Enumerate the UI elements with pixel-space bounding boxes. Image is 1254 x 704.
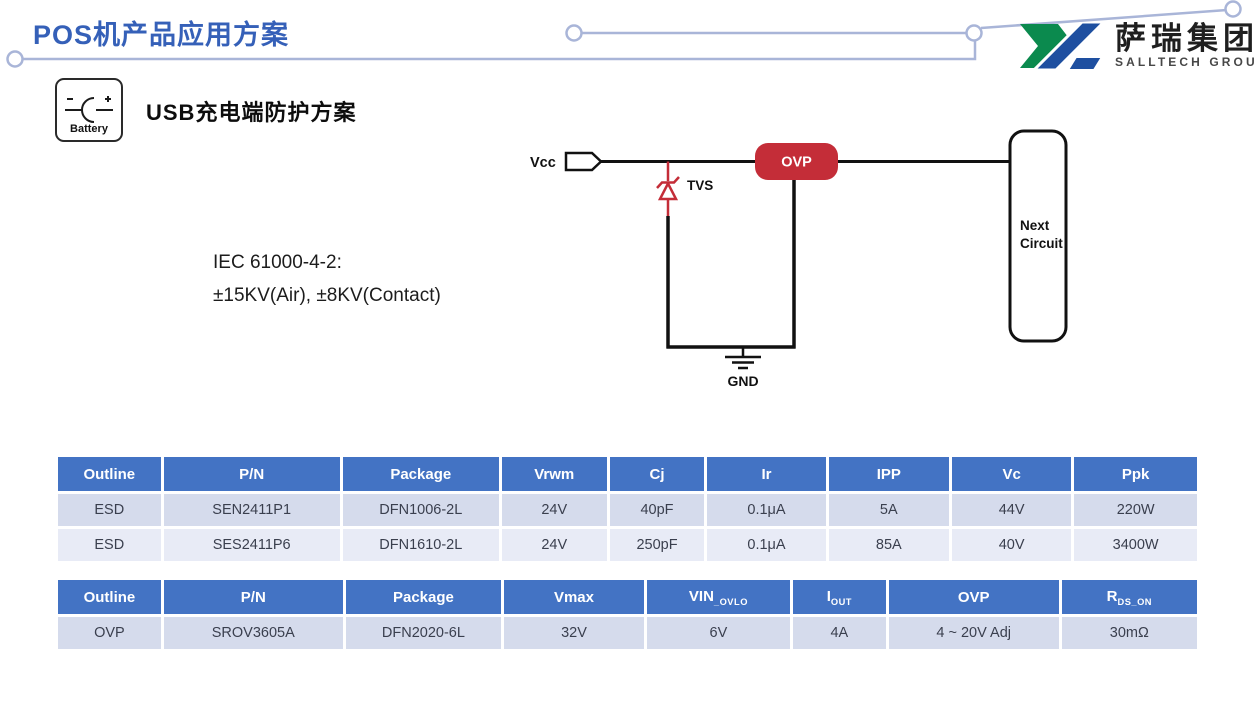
table-cell: SROV3605A [163,617,343,649]
header-cell: Package [345,580,502,614]
logo-name-en: SALLTECH GROUP [1115,55,1254,69]
vcc-connector-icon [564,151,603,172]
table-cell: 250pF [609,529,705,561]
table-cell: 0.1μA [707,529,826,561]
logo-mark-icon [1020,22,1106,70]
header-cell: RDS_ON [1061,580,1197,614]
header-cell: Outline [58,457,161,491]
table-cell: 85A [828,529,949,561]
table-cell: DFN1610-2L [342,529,499,561]
table-cell: 32V [504,617,644,649]
iec-line2: ±15KV(Air), ±8KV(Contact) [213,285,441,306]
table-cell: SEN2411P1 [163,494,340,526]
battery-symbol-icon [65,96,113,123]
header-cell: P/N [163,580,343,614]
page-title: POS机产品应用方案 [33,20,290,50]
iec-standard-text: IEC 61000-4-2: ±15KV(Air), ±8KV(Contact) [213,246,441,312]
section-heading: USB充电端防护方案 [146,100,357,125]
next-circuit-label-line1: Next [1020,218,1050,233]
gnd-label: GND [727,373,758,389]
circuit-diagram: Vcc TVS OVP GND Next [530,129,1068,389]
logo-name-cn: 萨瑞集团 [1115,21,1254,56]
battery-icon-label: Battery [70,123,108,135]
ovp-label: OVP [781,155,812,171]
ground-icon [725,348,761,370]
header-cell: Outline [58,580,161,614]
table-cell: 220W [1074,494,1197,526]
next-circuit-block: Next Circuit [1008,129,1068,343]
table-cell: SES2411P6 [163,529,340,561]
table-cell: 40pF [609,494,705,526]
table-cell: 24V [501,529,607,561]
header-cell: VIN_OVLO [646,580,790,614]
table-cell: ESD [58,494,161,526]
header-cell: Vrwm [501,457,607,491]
table-cell: ESD [58,529,161,561]
header-cell: Vc [951,457,1072,491]
header-cell: Ppk [1074,457,1197,491]
vcc-label: Vcc [530,155,556,171]
ovp-block: OVP [755,143,838,180]
table-cell: 0.1μA [707,494,826,526]
header-cell: Package [342,457,499,491]
table-cell: 5A [828,494,949,526]
company-logo: 萨瑞集团 SALLTECH GROUP [1018,22,1254,70]
header-cell: Ir [707,457,826,491]
table-cell: OVP [58,617,161,649]
next-circuit-label-line2: Circuit [1020,236,1063,251]
header-cell: Vmax [504,580,644,614]
header-cell: IPP [828,457,949,491]
table-cell: 6V [646,617,790,649]
table-cell: 40V [951,529,1072,561]
header-cell: OVP [888,580,1059,614]
header-cell: IOUT [792,580,886,614]
table-cell: 30mΩ [1061,617,1197,649]
tvs-diode-icon [656,161,680,349]
iec-line1: IEC 61000-4-2: [213,252,342,273]
table-cell: 4A [792,617,886,649]
table-cell: 4 ~ 20V Adj [888,617,1059,649]
header-cell: Cj [609,457,705,491]
battery-icon: Battery [55,78,123,142]
table-cell: DFN1006-2L [342,494,499,526]
header-cell: P/N [163,457,340,491]
table-cell: DFN2020-6L [345,617,502,649]
tvs-label: TVS [687,178,713,193]
table-cell: 3400W [1074,529,1197,561]
table-cell: 44V [951,494,1072,526]
table-cell: 24V [501,494,607,526]
